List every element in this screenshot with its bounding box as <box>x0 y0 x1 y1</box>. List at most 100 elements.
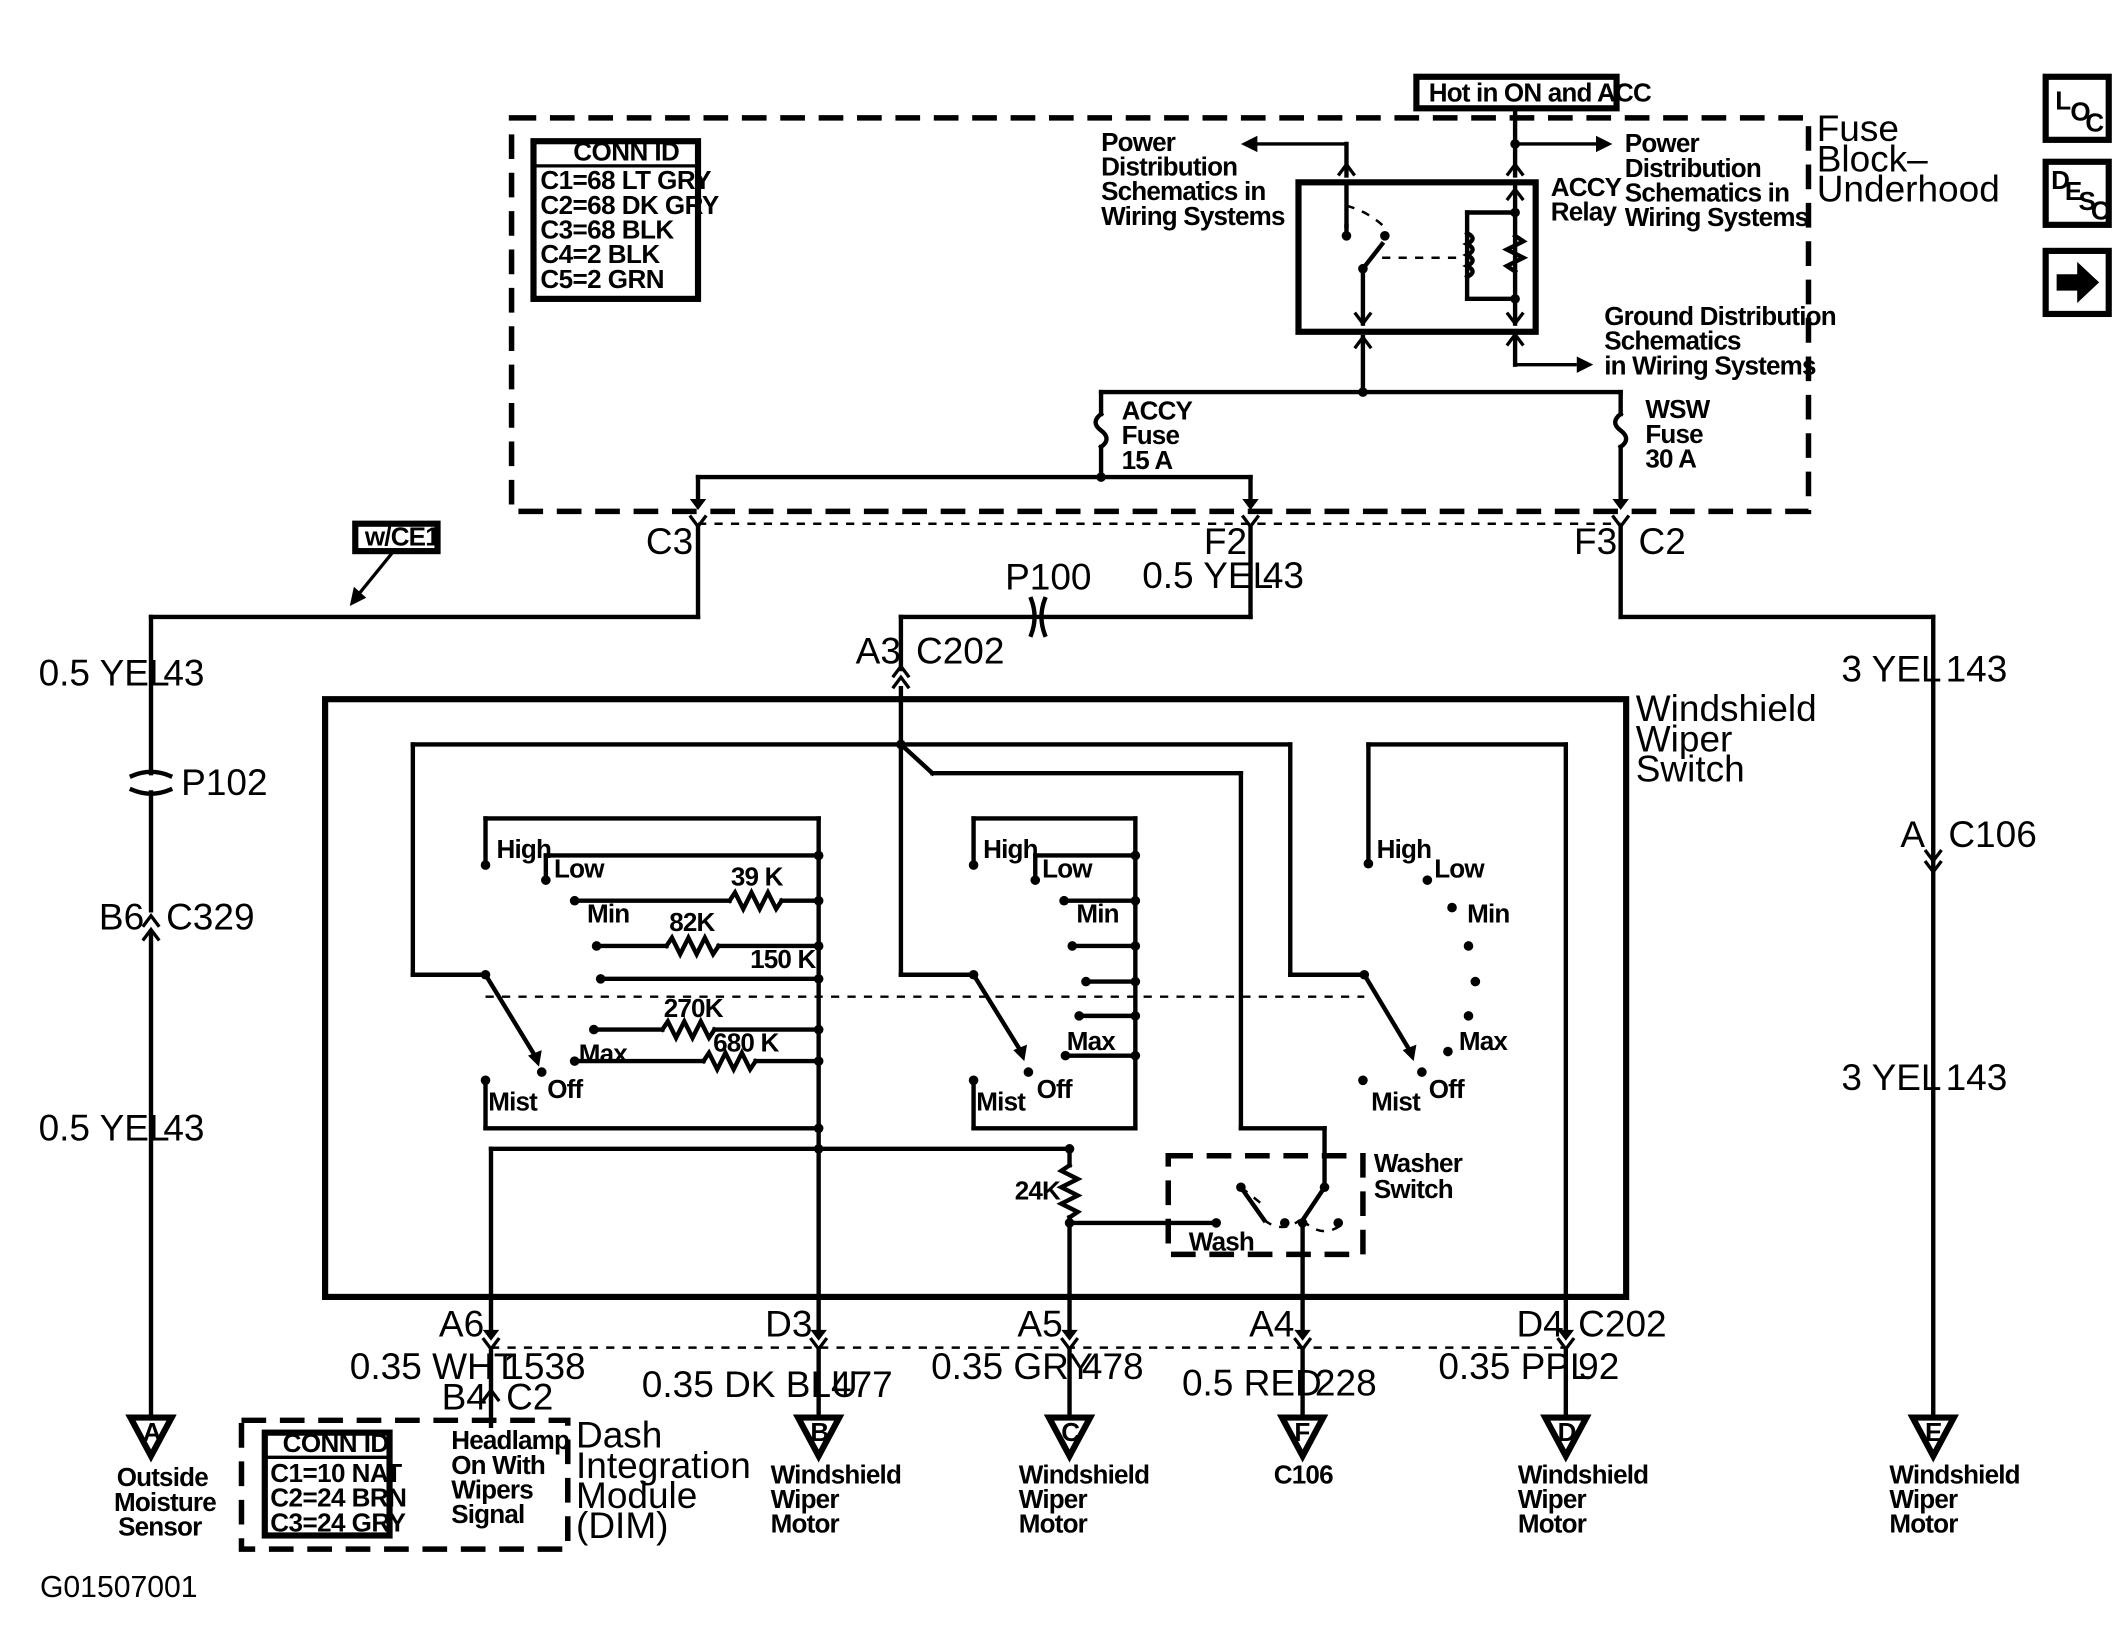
svg-text:CONN ID: CONN ID <box>573 136 679 166</box>
svg-text:0.5 YEL: 0.5 YEL <box>1142 554 1273 596</box>
svg-text:C3=68 BLK: C3=68 BLK <box>540 215 674 245</box>
svg-text:Wiper: Wiper <box>1636 717 1733 759</box>
splice-p100: P100 <box>1005 556 1092 638</box>
svg-text:Washer: Washer <box>1374 1148 1463 1178</box>
svg-text:Mist: Mist <box>976 1086 1026 1116</box>
svg-text:Dash: Dash <box>576 1414 662 1456</box>
svg-text:C4=2 BLK: C4=2 BLK <box>540 239 660 269</box>
destination-c[interactable]: C Windshield Wiper Motor <box>1019 1414 1150 1539</box>
svg-text:Fuse: Fuse <box>1817 107 1899 149</box>
svg-text:C2=68 DK GRY: C2=68 DK GRY <box>540 190 719 220</box>
fuse-block-connectors: C3 F2 F3 C2 <box>646 514 1686 562</box>
svg-text:Min: Min <box>1076 899 1118 929</box>
connector-c329: B6 C329 <box>99 896 255 942</box>
svg-text:C: C <box>2085 108 2104 138</box>
svg-text:Motor: Motor <box>1889 1509 1958 1539</box>
fuse-block-conn-id: CONN ID C1=68 LT GRY C2=68 DK GRY C3=68 … <box>530 136 719 302</box>
svg-text:P102: P102 <box>181 761 267 803</box>
desc-button[interactable]: D E S C <box>2042 158 2112 228</box>
svg-text:L: L <box>2055 86 2071 116</box>
svg-text:Outside: Outside <box>117 1462 208 1492</box>
svg-text:0.5 RED: 0.5 RED <box>1182 1362 1322 1404</box>
svg-text:Off: Off <box>1429 1074 1465 1104</box>
destination-e[interactable]: E Windshield Wiper Motor <box>1889 1414 2021 1539</box>
switch-section-2: High Low Min Max Mist Off <box>968 816 1141 1131</box>
svg-text:A4: A4 <box>1249 1303 1294 1345</box>
accy-fuse: ACCY Fuse 15 A <box>1093 389 1193 482</box>
svg-text:P100: P100 <box>1005 556 1091 598</box>
svg-text:143: 143 <box>1946 647 2008 689</box>
relay-output-bus <box>1098 334 1623 397</box>
svg-text:Schematics in: Schematics in <box>1101 176 1265 206</box>
svg-text:Block–: Block– <box>1817 137 1928 179</box>
resistor-24k: 24K <box>1015 1146 1083 1333</box>
bottom-connectors: A6 D3 A5 A4 D4 C202 <box>439 1303 1667 1352</box>
svg-text:478: 478 <box>1082 1345 1144 1387</box>
svg-text:Signal: Signal <box>451 1499 524 1529</box>
svg-text:A6: A6 <box>439 1303 484 1345</box>
svg-text:Integration: Integration <box>576 1444 751 1486</box>
loc-button[interactable]: L O C <box>2042 73 2112 143</box>
svg-text:WSW: WSW <box>1645 394 1710 424</box>
svg-text:Mist: Mist <box>488 1086 538 1116</box>
connector-dim-c2: B4 C2 <box>442 1375 554 1417</box>
svg-text:Wiring Systems: Wiring Systems <box>1625 202 1809 232</box>
svg-text:680 K: 680 K <box>713 1028 779 1058</box>
svg-text:High: High <box>1377 834 1432 864</box>
svg-text:Windshield: Windshield <box>1636 687 1817 729</box>
svg-text:O: O <box>2070 97 2090 127</box>
power-distribution-left: Power Distribution Schematics in Wiring … <box>1101 127 1357 231</box>
svg-text:B4: B4 <box>442 1375 487 1417</box>
svg-text:C1=68 LT GRY: C1=68 LT GRY <box>540 165 711 195</box>
svg-text:F2: F2 <box>1204 520 1247 562</box>
svg-text:270K: 270K <box>664 993 724 1023</box>
arrow-right-icon[interactable] <box>2042 247 2112 318</box>
svg-text:Wiper: Wiper <box>1889 1484 1958 1514</box>
windshield-wiper-switch-title: Windshield Wiper Switch <box>1636 687 1817 789</box>
svg-text:w/CE1: w/CE1 <box>364 522 439 552</box>
svg-text:Switch: Switch <box>1374 1174 1453 1204</box>
svg-text:High: High <box>983 834 1038 864</box>
svg-text:in Wiring Systems: in Wiring Systems <box>1604 350 1816 380</box>
svg-text:0.35 DK BLU: 0.35 DK BLU <box>642 1363 858 1405</box>
splice-p102: P102 <box>128 761 268 803</box>
svg-text:143: 143 <box>1946 1056 2008 1098</box>
svg-text:Power: Power <box>1101 127 1176 157</box>
svg-text:Relay: Relay <box>1551 197 1618 227</box>
svg-text:A5: A5 <box>1017 1303 1062 1345</box>
svg-text:Max: Max <box>579 1038 629 1068</box>
svg-text:C106: C106 <box>1274 1459 1333 1489</box>
svg-text:F: F <box>1294 1417 1309 1447</box>
svg-text:C202: C202 <box>916 630 1004 672</box>
svg-text:Off: Off <box>1037 1074 1073 1104</box>
destination-d[interactable]: D Windshield Wiper Motor <box>1518 1414 1649 1539</box>
svg-text:Underhood: Underhood <box>1817 168 2000 210</box>
svg-text:Schematics in: Schematics in <box>1625 178 1789 208</box>
svg-text:Low: Low <box>1042 853 1093 883</box>
svg-text:30 A: 30 A <box>1645 443 1697 473</box>
svg-text:3 YEL: 3 YEL <box>1841 1056 1941 1098</box>
svg-text:E: E <box>1925 1417 1942 1447</box>
svg-text:Windshield: Windshield <box>771 1459 901 1489</box>
connector-c106: A C106 <box>1900 813 2037 875</box>
svg-text:C106: C106 <box>1948 813 2036 855</box>
switch-section-3: High Low Min Max Mist Off <box>1358 834 1510 1116</box>
svg-text:0.5 YEL: 0.5 YEL <box>39 651 170 693</box>
svg-text:D3: D3 <box>765 1303 812 1345</box>
destination-a[interactable]: A Outside Moisture Sensor <box>114 1414 217 1542</box>
svg-text:Distribution: Distribution <box>1101 151 1237 181</box>
destination-b[interactable]: B Windshield Wiper Motor <box>771 1414 902 1539</box>
svg-text:C: C <box>1061 1417 1080 1447</box>
svg-text:C: C <box>2091 195 2110 225</box>
svg-text:C202: C202 <box>1578 1303 1666 1345</box>
svg-text:Wash: Wash <box>1189 1226 1254 1256</box>
svg-text:477: 477 <box>831 1363 893 1405</box>
svg-text:A3: A3 <box>856 630 901 672</box>
washer-switch: Washer Switch Wash <box>1067 1126 1464 1333</box>
destination-f[interactable]: F C106 <box>1274 1414 1334 1489</box>
accy-relay: ACCY Relay <box>1295 172 1622 335</box>
svg-text:43: 43 <box>163 1107 204 1149</box>
svg-text:228: 228 <box>1315 1362 1377 1404</box>
svg-text:Wiper: Wiper <box>771 1484 840 1514</box>
